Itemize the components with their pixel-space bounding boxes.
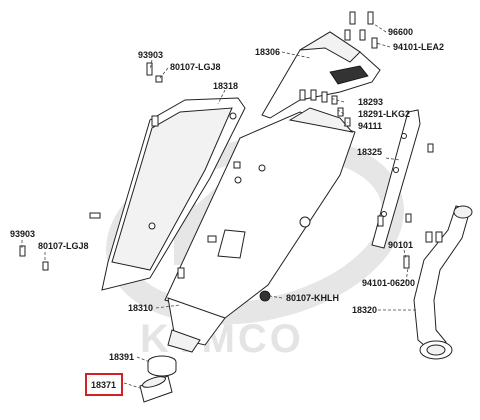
bolts: [19, 11, 443, 302]
label-93903-left: 93903: [10, 229, 35, 239]
label-80107-lgj8-left: 80107-LGJ8: [38, 241, 89, 251]
label-18291-lkg2: 18291-LKG2: [358, 109, 410, 119]
gasket-18391: [147, 355, 177, 377]
watermark-text: KYMCO: [140, 317, 304, 361]
label-94101-lea2: 94101-LEA2: [393, 42, 444, 52]
label-18371: 18371: [91, 380, 116, 390]
label-18391: 18391: [109, 352, 134, 362]
label-94111: 94111: [358, 121, 382, 131]
label-18293: 18293: [358, 97, 383, 107]
label-18310: 18310: [128, 303, 153, 313]
label-18320: 18320: [352, 305, 377, 315]
joint-pipe-18371: [139, 375, 173, 403]
label-80107-khlh: 80107-KHLH: [286, 293, 339, 303]
label-93903-top: 93903: [138, 50, 163, 60]
muffler-body: [164, 107, 356, 353]
heat-shield-right: [371, 109, 421, 249]
label-90101: 90101: [388, 240, 413, 250]
heat-shield-left: [101, 97, 246, 291]
label-18306: 18306: [255, 47, 280, 57]
heat-shield-top: [261, 31, 381, 119]
exhaust-pipe: [413, 205, 473, 360]
label-96600: 96600: [388, 27, 413, 37]
label-94101-06200: 94101-06200: [362, 278, 415, 288]
highlight-box-18371: [85, 373, 123, 396]
part-labels: 96600 94101-LEA2 18306 93903 80107-LGJ8 …: [10, 27, 444, 396]
label-80107-lgj8-top: 80107-LGJ8: [170, 62, 221, 72]
label-18325: 18325: [357, 147, 382, 157]
label-18318: 18318: [213, 81, 238, 91]
leader-lines: [21, 23, 418, 389]
